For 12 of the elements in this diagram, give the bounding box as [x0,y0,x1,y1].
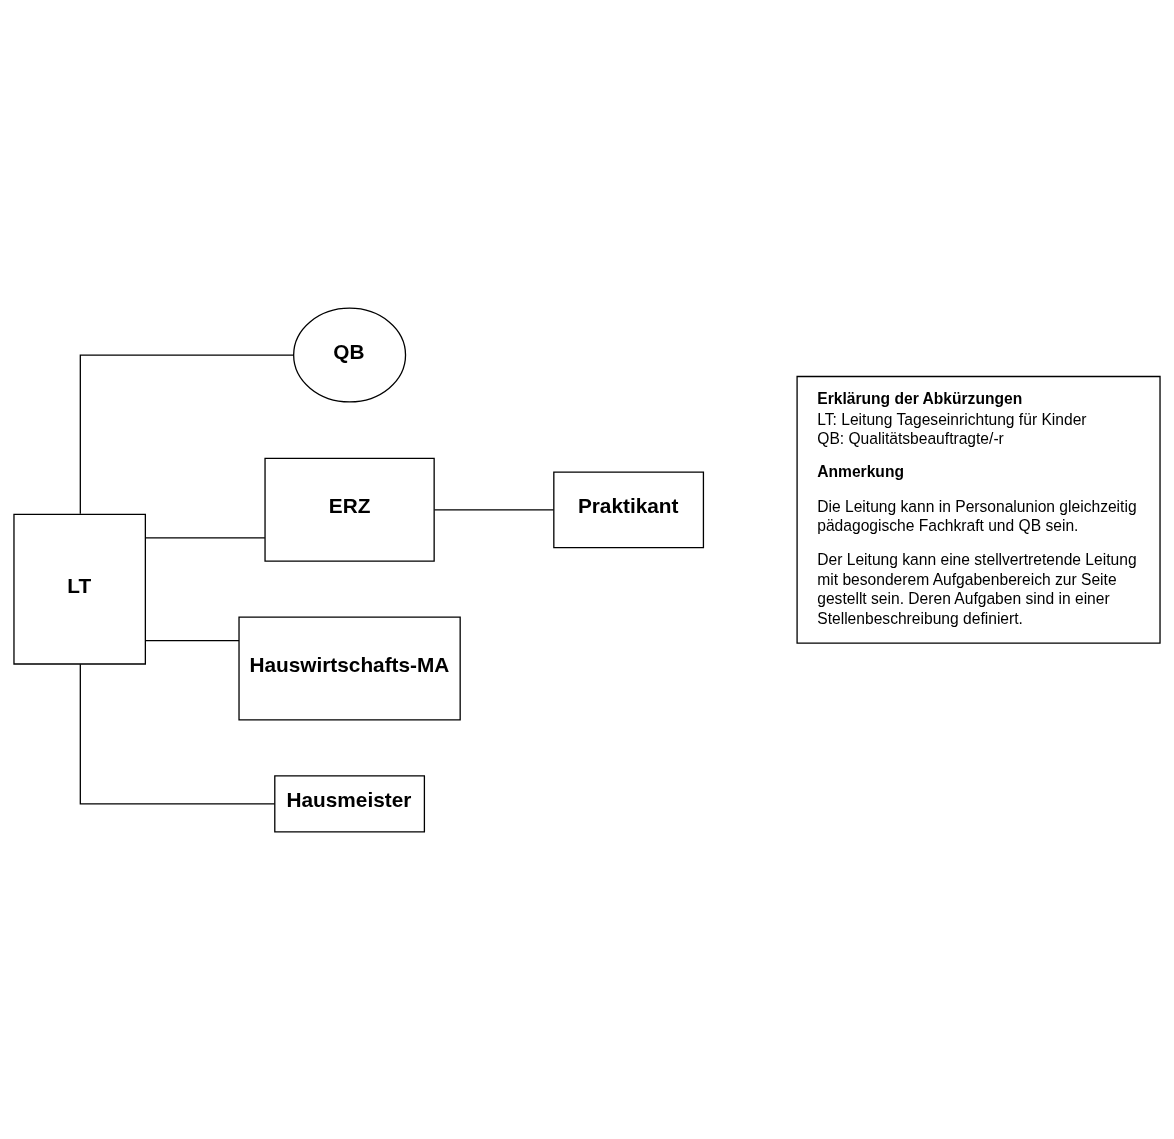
connector [433,508,555,510]
connector [79,353,295,514]
node-box: Erklärung der Abkürzungen LT: Leitung Tageseinrichtung für Kinder QB: Qualitätsbeauftragte/-r Anmerkung Die Leitung kann in Personalunion gleichzeitig pädagogische Fachkraft und QB sein. Der Leitung kann eine stellvertretende Leitung mit besonderem Aufgabenbereich zur Seite gestellt sein. Deren Aufgaben sind in einer Stellenbeschreibung definiert. [796,375,1161,644]
node-box: ERZ [264,457,435,562]
node-box: LT [13,513,146,665]
connector [145,536,266,538]
node-ellipse: QB [293,307,407,402]
connector [79,663,276,804]
node-box: Praktikant [553,470,705,548]
connector [145,639,240,641]
node-box: Hauswirtschafts-MA [238,616,461,721]
node-box: Hausmeister [274,774,426,832]
